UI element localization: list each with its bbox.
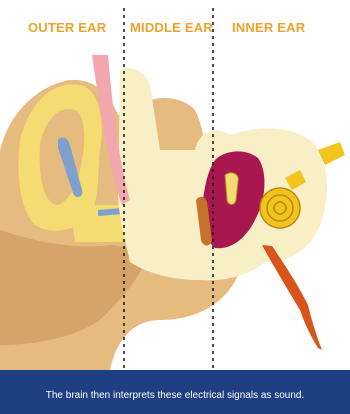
ossicles	[225, 173, 238, 205]
caption-bar: The brain then interprets these electric…	[0, 370, 350, 414]
cochlea-outer	[260, 188, 300, 228]
caption-text: The brain then interprets these electric…	[46, 390, 304, 401]
eustachian-tube	[262, 245, 322, 350]
